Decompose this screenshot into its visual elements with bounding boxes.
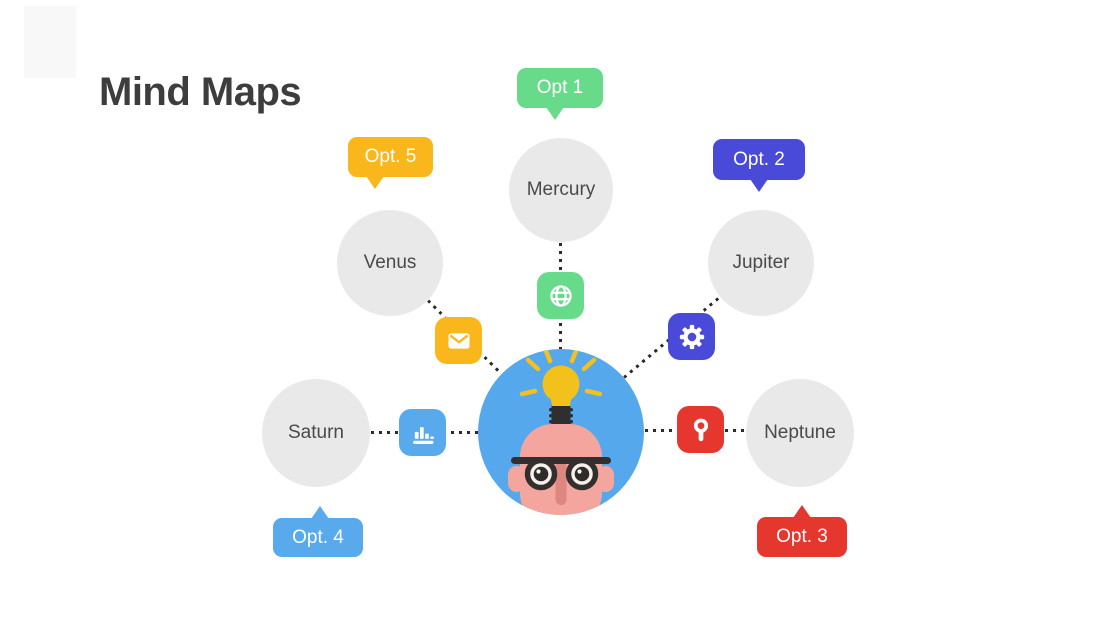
- node-saturn-label: Saturn: [288, 422, 344, 443]
- envelope-icon: [435, 317, 482, 364]
- option-bubble-2: Opt. 2: [713, 139, 805, 180]
- option-bubble-5-label: Opt. 5: [364, 146, 417, 167]
- corner-decoration: [24, 6, 76, 78]
- node-venus-label: Venus: [363, 252, 417, 273]
- node-neptune: Neptune: [746, 379, 854, 487]
- option-bubble-4: Opt. 4: [273, 518, 363, 557]
- option-bubble-1-label: Opt 1: [536, 77, 584, 98]
- idea-head-illustration: [478, 349, 644, 515]
- option-bubble-1: Opt 1: [517, 68, 603, 108]
- node-mercury-label: Mercury: [526, 179, 596, 200]
- option-bubble-3-label: Opt. 3: [776, 526, 828, 547]
- node-jupiter: Jupiter: [708, 210, 814, 316]
- option-bubble-3: Opt. 3: [757, 517, 847, 557]
- option-bubble-4-label: Opt. 4: [292, 526, 344, 548]
- node-jupiter-label: Jupiter: [732, 252, 790, 273]
- node-neptune-label: Neptune: [764, 422, 836, 443]
- magnifier-icon: [677, 406, 724, 453]
- page-title: Mind Maps: [99, 70, 302, 114]
- node-venus: Venus: [337, 210, 443, 316]
- node-saturn: Saturn: [262, 379, 370, 487]
- gear-icon: [668, 313, 715, 360]
- bar-chart-icon: [399, 409, 446, 456]
- option-bubble-5: Opt. 5: [348, 137, 433, 177]
- node-mercury: Mercury: [509, 138, 613, 242]
- option-bubble-2-label: Opt. 2: [733, 148, 785, 170]
- globe-icon: [537, 272, 584, 319]
